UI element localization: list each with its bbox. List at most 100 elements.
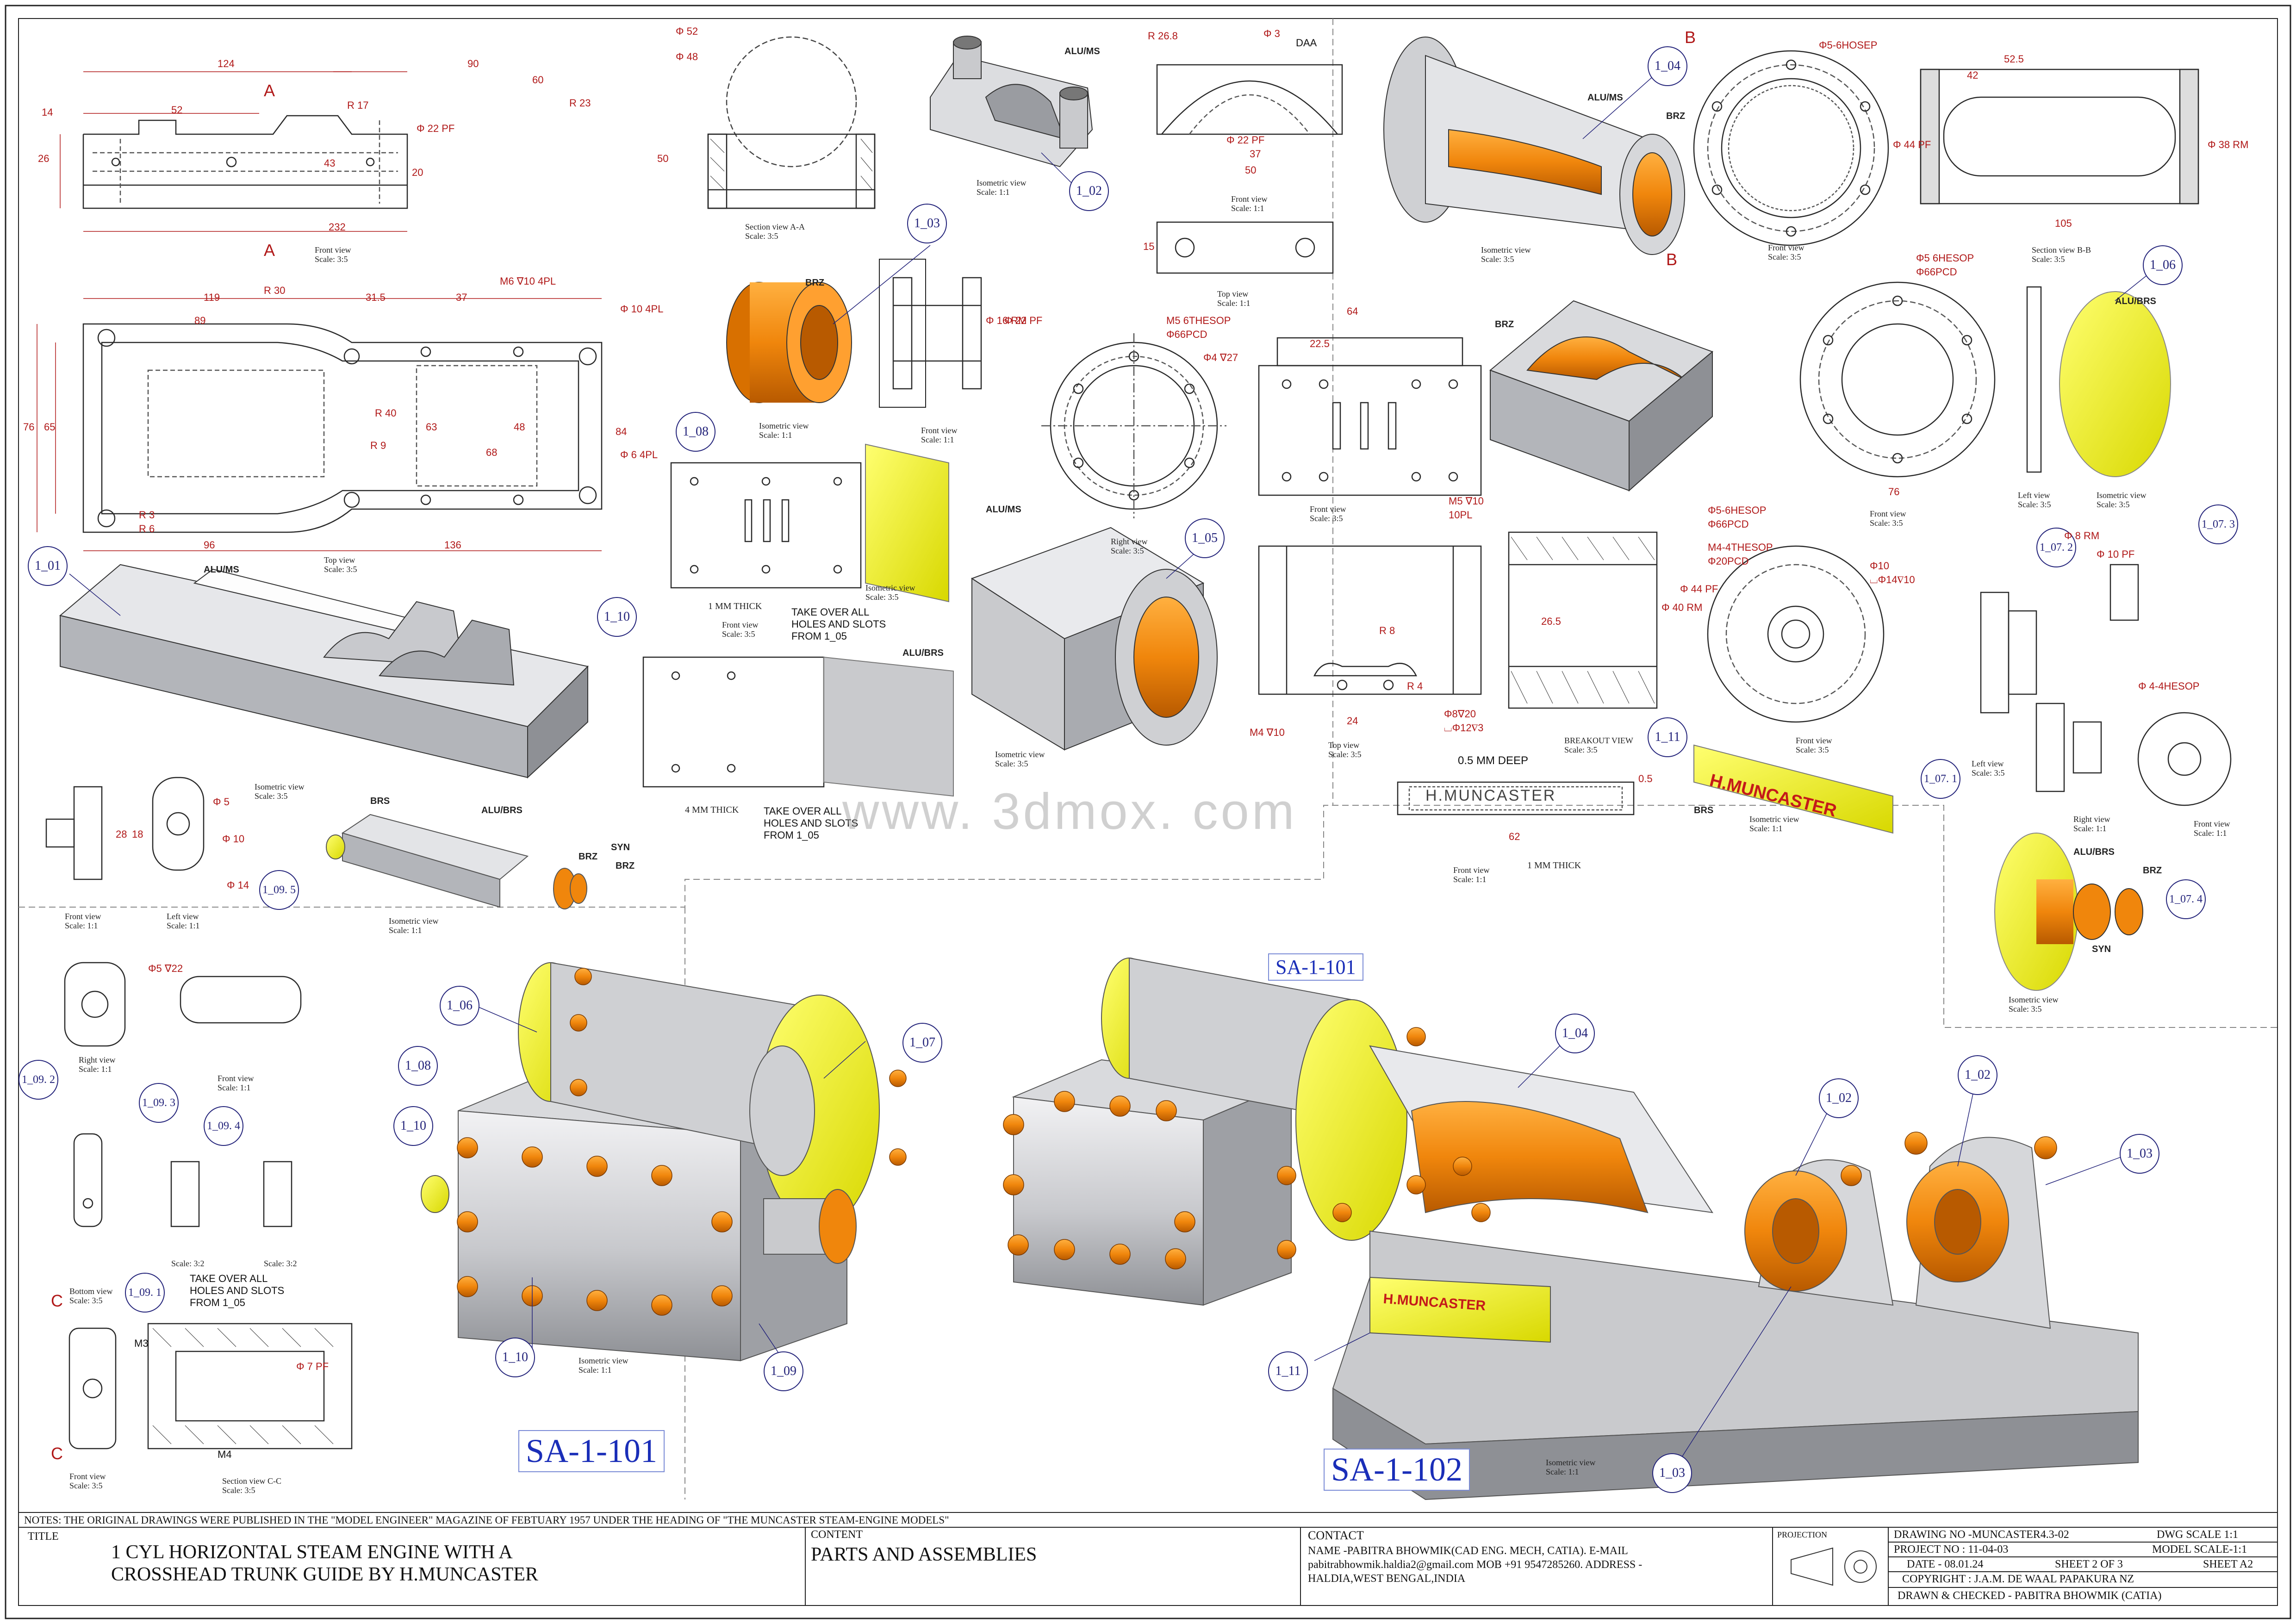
part-02-section-aa [707,36,876,209]
material-label: BRS [370,796,390,806]
dimension: 31.5 [366,292,386,303]
dimension: 105 [2055,218,2072,229]
balloon-asm-02b: 1_02 [1958,1055,1997,1095]
dimension: Φ5 ∇22 [148,963,183,974]
dimension: 52.5 [2004,53,2024,65]
dimension: 22.5 [1310,338,1330,349]
part-10-isometric [823,656,954,797]
balloon-asm-03b: 1_03 [1652,1453,1692,1493]
dimension: ⌴Φ14∇10 [1870,574,1915,585]
assembly-label: SA-1-102 [1324,1449,1470,1491]
dimension: M4-4THESOP [1708,541,1773,553]
dimension: Φ 52 [676,25,698,37]
dimension: R 8 [1379,625,1395,636]
dimension: 52 [171,104,183,116]
dimension: Φ 40 RM [1661,602,1703,613]
projection-symbol [1791,1547,1877,1586]
material-label: SYN [2092,944,2111,954]
part-06-isometric [2059,291,2171,477]
dimension: Φ10 [1870,560,1890,572]
material-label: BRZ [616,861,635,871]
dimension: 119 [204,292,220,303]
sheet-size: SHEET A2 [2203,1558,2253,1570]
dimension: R 9 [370,440,386,451]
dimension: 10PL [1449,509,1473,521]
dimension: Φ 6 4PL [620,449,658,460]
dimension: 50 [657,153,669,164]
dimension: Φ5 6HESOP [1916,252,1974,264]
section-marker: C [51,1291,63,1310]
material-label: BRZ [1666,111,1686,121]
dimension: M4 [218,1449,232,1460]
part-05-front-view [1258,337,1482,496]
thickness-note: 1 MM THICK [1527,860,1581,871]
dimension: Φ 48 [676,51,698,62]
part-04-cutaway [1489,300,1713,492]
balloon-part-07-4: 1_07. 4 [2166,879,2206,919]
dimension: Φ 22 PF [1004,315,1043,326]
dimension: 48 [514,421,525,433]
section-marker: B [1666,250,1678,269]
dimension: Φ4 ∇27 [1203,352,1238,363]
dimension: 89 [194,315,206,326]
balloon-part-01: 1_01 [28,546,68,586]
drawing-number: DRAWING NO -MUNCASTER4.3-02 [1894,1529,2069,1541]
dimension: Φ20PCD [1708,555,1749,567]
part-08-front-view [670,462,862,589]
dimension: 15 [1143,241,1155,252]
dimension: 124 [218,58,235,69]
dimension: 18 [132,828,143,840]
balloon-part-07-2: 1_07. 2 [2036,528,2076,567]
dimension: 63 [426,421,437,433]
nameplate-front-view [1397,781,1635,815]
dimension: R 4 [1407,680,1423,692]
assembly-label: SA-1-101 [1268,953,1363,981]
part-09-isometric [326,814,587,909]
dimension: 84 [616,426,627,437]
balloon-part-09-4: 1_09. 4 [204,1106,243,1146]
nameplate-drawing-text: H.MUNCASTER [1425,787,1556,804]
dimension: 232 [329,221,346,233]
dimension: 65 [44,421,56,433]
takeover-note: TAKE OVER ALL HOLES AND SLOTS FROM 1_05 [764,805,859,841]
model-scale: MODEL SCALE-1:1 [2152,1543,2247,1556]
balloon-asm-07: 1_07 [902,1023,942,1063]
balloon-asm-06: 1_06 [440,986,479,1026]
dimension: Φ 3 [1263,28,1280,39]
dimension: 136 [444,539,461,551]
balloon-part-07-3: 1_07. 3 [2198,504,2238,544]
part-02-front-view [1156,64,1343,274]
dimension: R 30 [264,285,286,296]
dimension: 42 [1967,69,1979,81]
dimension: Φ 44 PF [1680,583,1718,595]
drawing-date: DATE - 08.01.24 [1907,1558,1984,1570]
assembly-sa-1-101 [421,962,880,1362]
part-04-section-bb [1920,68,2199,205]
title-label: TITLE [28,1531,59,1543]
engrave-depth-note: 0.5 MM DEEP [1458,754,1529,767]
balloon-part-07-1: 1_07. 1 [1921,759,1960,799]
dimension: Φ66PCD [1708,518,1749,530]
dimension: R 40 [375,407,397,419]
material-label: ALU/MS [1064,46,1100,56]
balloon-part-09-3: 1_09. 3 [139,1083,179,1123]
dimension: 76 [23,421,35,433]
balloon-part-11: 1_11 [1648,717,1687,757]
part-06-front-view [1799,281,2042,478]
part-02-isometric [930,36,1093,168]
